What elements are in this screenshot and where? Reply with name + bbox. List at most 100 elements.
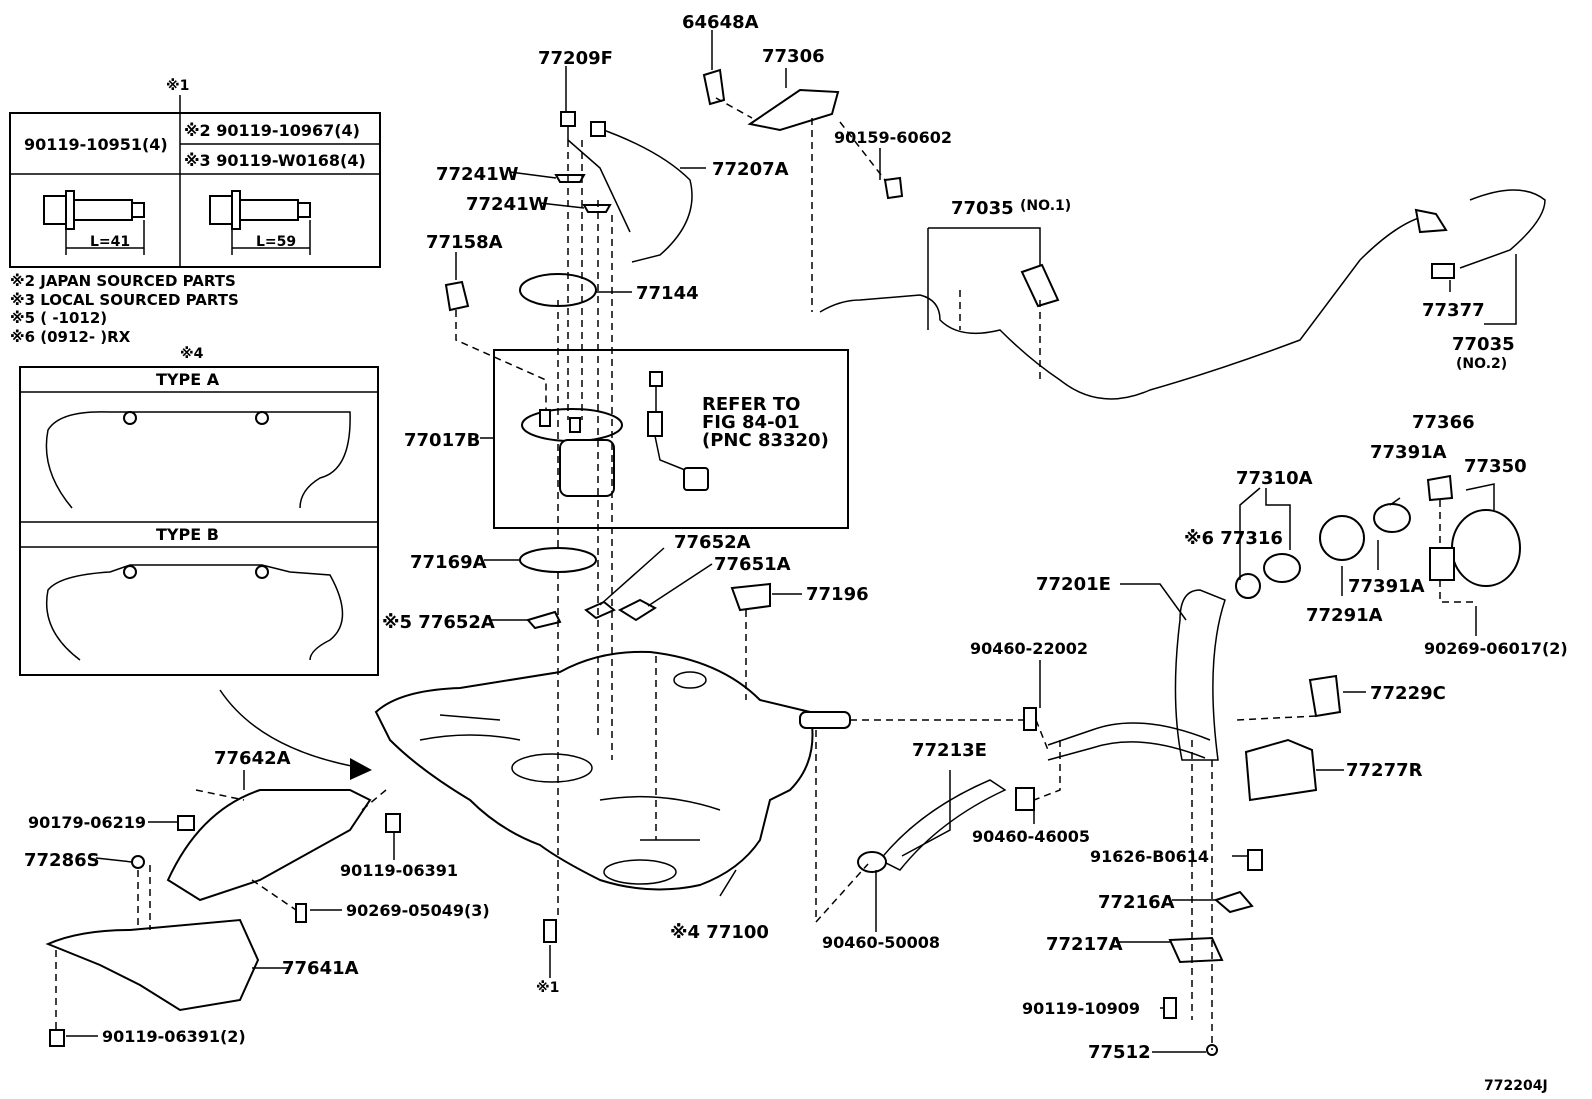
bolt-icon <box>1163 997 1177 1019</box>
label-77169A: 77169A <box>410 552 487 573</box>
type-a-tank-outline <box>45 411 351 509</box>
label-90119-10909: 90119-10909 <box>1022 999 1140 1018</box>
gasket-icon <box>519 547 597 573</box>
fuel-pump-assembly <box>521 408 623 497</box>
leader-lines <box>66 30 1517 1053</box>
label-77377: 77377 <box>1422 300 1485 321</box>
canister-cover-icon <box>747 88 840 132</box>
notes: ※2 JAPAN SOURCED PARTS ※3 LOCAL SOURCED … <box>10 272 239 346</box>
label-77229C: 77229C <box>1370 683 1446 704</box>
fill-pipe-77201E <box>1174 589 1226 761</box>
bolt-length-right: L=59 <box>256 234 296 250</box>
assembly-lines <box>55 97 1476 1050</box>
bracket-icon <box>702 68 726 106</box>
clip-icon <box>131 855 145 869</box>
fuel-tank-77100 <box>374 650 814 891</box>
label-77652A-b: ※5 77652A <box>382 612 495 633</box>
note-5: ※5 ( -1012) <box>10 309 107 327</box>
label-77207A: 77207A <box>712 159 789 180</box>
hose-77213E <box>878 779 1007 871</box>
label-77035-no2-sub: (NO.2) <box>1456 356 1507 372</box>
bolt-icon <box>43 190 145 255</box>
connector-icon <box>560 111 576 127</box>
seal-pad-icon <box>617 598 657 622</box>
label-77201E: 77201E <box>1036 574 1111 595</box>
label-77277R: 77277R <box>1346 760 1423 781</box>
fuel-lid-icon <box>1451 509 1521 587</box>
label-77035-no1-sub: (NO.1) <box>1020 198 1071 214</box>
label-90460-46005: 90460-46005 <box>972 827 1090 846</box>
label-77100: ※4 77100 <box>670 922 769 943</box>
label-90119-06391: 90119-06391 <box>340 861 458 880</box>
fuel-cap-icon <box>1263 553 1301 583</box>
cable-77035-no2 <box>1459 189 1546 269</box>
note-6: ※6 (0912- )RX <box>10 328 131 346</box>
label-77316: ※6 77316 <box>1184 528 1283 549</box>
type-a-label: TYPE A <box>156 370 220 389</box>
bolt-table: ※1 90119-10951(4) ※2 90119-10967(4) ※3 9… <box>9 78 381 268</box>
label-77350: 77350 <box>1464 456 1527 477</box>
clamp-icon <box>857 851 887 873</box>
refer-line2: FIG 84-01 <box>702 412 800 433</box>
label-90269-05049: 90269-05049(3) <box>346 901 490 920</box>
figure-code: 772204J <box>1484 1078 1548 1094</box>
valve-icon <box>444 280 470 312</box>
label-77310A: 77310A <box>1236 468 1313 489</box>
fuel-pump-module-box <box>493 349 849 529</box>
direction-arrow <box>219 689 363 769</box>
bolt-icon <box>1247 849 1263 871</box>
bolt-icon <box>883 176 904 200</box>
label-77651A: 77651A <box>714 554 791 575</box>
label-77306: 77306 <box>762 46 825 67</box>
protector-77641A <box>45 918 260 1012</box>
label-77035-no2: 77035 <box>1452 334 1515 355</box>
type-table-marker: ※4 <box>180 346 204 362</box>
label-91626-B0614: 91626-B0614 <box>1090 847 1209 866</box>
breather-hose-end-icon <box>799 711 851 729</box>
bolt-icon <box>295 903 307 923</box>
label-90460-22002: 90460-22002 <box>970 639 1088 658</box>
cable-clamp-icon <box>1020 263 1060 308</box>
label-bolt-ref: ※1 <box>536 980 559 996</box>
cable-end-icon <box>1431 263 1455 279</box>
label-77196: 77196 <box>806 584 869 605</box>
seal-ring-icon <box>1319 515 1365 561</box>
clip-icon <box>1426 474 1454 502</box>
clamp-icon <box>582 204 612 213</box>
protector-icon <box>1244 738 1318 802</box>
bolt-icon <box>49 1029 65 1047</box>
label-77641A: 77641A <box>282 958 359 979</box>
label-77158A: 77158A <box>426 232 503 253</box>
bolt-table-right-bottom-part: ※3 90119-W0168(4) <box>184 151 366 170</box>
gasket-icon <box>1235 573 1261 599</box>
label-77213E: 77213E <box>912 740 987 761</box>
bracket-icon <box>1168 936 1224 964</box>
bracket-icon <box>1214 890 1254 914</box>
clamp-icon <box>554 174 586 183</box>
label-77642A: 77642A <box>214 748 291 769</box>
label-77217A: 77217A <box>1046 934 1123 955</box>
label-90159-60602: 90159-60602 <box>834 128 952 147</box>
grommet-icon <box>1308 674 1342 718</box>
label-77391A-b: 77391A <box>1348 576 1425 597</box>
label-77241W-b: 77241W <box>466 194 549 215</box>
label-77241W-a: 77241W <box>436 164 519 185</box>
label-77652A-a: 77652A <box>674 532 751 553</box>
note-local: ※3 LOCAL SOURCED PARTS <box>10 291 239 309</box>
type-b-label: TYPE B <box>156 525 219 544</box>
clip-icon <box>730 582 771 612</box>
label-64648A: 64648A <box>682 12 759 33</box>
refer-line1: REFER TO <box>702 394 800 415</box>
label-77209F: 77209F <box>538 48 613 69</box>
lid-hinge-icon <box>1429 547 1455 581</box>
bolt-icon <box>385 813 401 833</box>
fuel-sender-gauge <box>647 371 709 491</box>
clip-icon <box>1023 707 1037 731</box>
bolt-icon <box>209 190 311 255</box>
seal-pad-icon <box>526 610 562 630</box>
bolt-icon <box>543 919 557 943</box>
grommet-icon <box>177 815 195 831</box>
cable-77035-no1 <box>819 214 1431 400</box>
label-77366: 77366 <box>1412 412 1475 433</box>
